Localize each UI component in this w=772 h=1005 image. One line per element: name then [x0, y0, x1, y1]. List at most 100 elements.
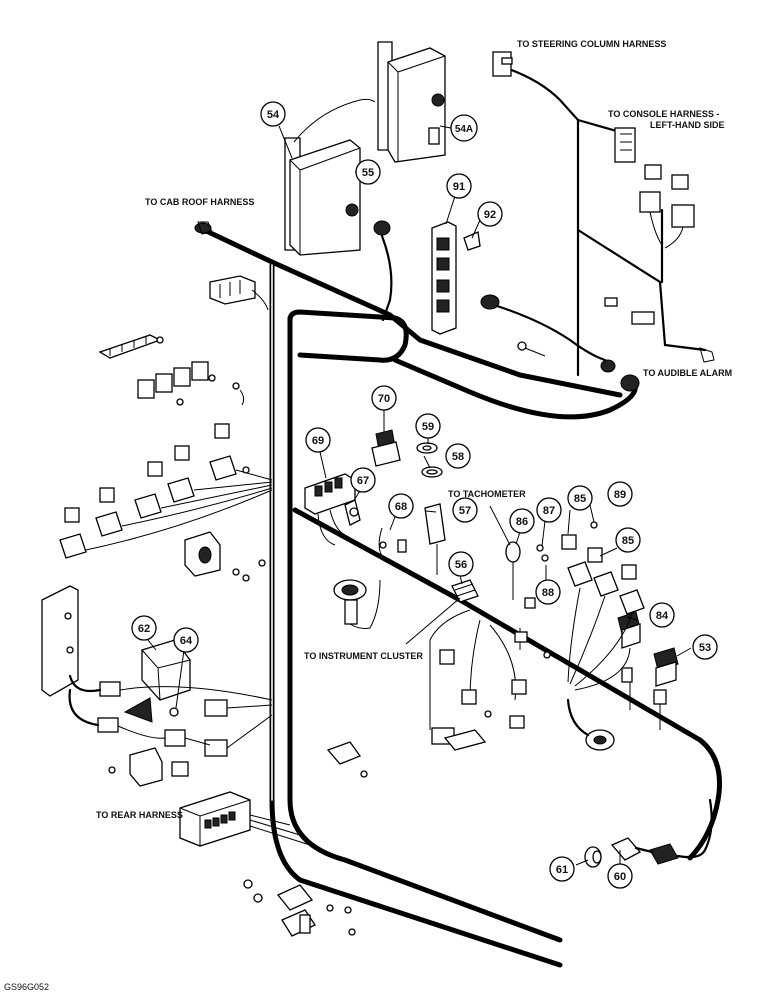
callout-91: 91 — [446, 173, 472, 199]
rear-harness-connector — [179, 791, 311, 847]
callout-88: 88 — [535, 579, 561, 605]
round-connector-54 — [373, 220, 393, 322]
indicator-57 — [424, 503, 446, 575]
label-console-line1: TO CONSOLE HARNESS - — [608, 109, 719, 119]
nut-59 — [416, 442, 438, 454]
buzzer-round — [333, 579, 381, 629]
callout-69: 69 — [305, 427, 331, 453]
callout-85-top: 85 — [567, 485, 593, 511]
callout-57: 57 — [452, 497, 478, 523]
callout-61-label: 61 — [556, 864, 568, 876]
callout-84: 84 — [649, 602, 675, 628]
callout-88-label: 88 — [542, 587, 554, 599]
callout-89-label: 89 — [614, 489, 626, 501]
callout-62-label: 62 — [138, 623, 150, 635]
callout-59-label: 59 — [422, 421, 434, 433]
callout-70: 70 — [371, 385, 397, 411]
callout-53-label: 53 — [699, 642, 711, 654]
bottom-hardware — [243, 741, 368, 937]
relay — [644, 164, 662, 180]
lamp-socket-67 — [344, 499, 361, 526]
control-module-left — [41, 585, 79, 697]
callout-64: 64 — [173, 627, 199, 653]
callout-85-top-label: 85 — [574, 493, 586, 505]
steering-console-harness — [492, 51, 715, 377]
callout-86: 86 — [509, 508, 535, 534]
audible-alarm-plug — [699, 347, 715, 363]
relay-socket-row — [137, 361, 245, 406]
relay — [671, 174, 689, 190]
controller-module-54a — [377, 41, 446, 163]
callout-55: 55 — [355, 159, 381, 185]
callout-85-right-label: 85 — [622, 535, 634, 547]
small-parts-87-88 — [514, 544, 551, 659]
callout-57-label: 57 — [459, 505, 471, 517]
callout-89: 89 — [607, 481, 633, 507]
callout-86-label: 86 — [516, 516, 528, 528]
sender-60 — [610, 798, 713, 865]
callout-87-label: 87 — [543, 505, 555, 517]
rocker-switch-70 — [371, 429, 401, 467]
label-steering-column: TO STEERING COLUMN HARNESS — [517, 39, 666, 49]
callout-58: 58 — [445, 443, 471, 469]
round-connectors-right — [480, 294, 640, 392]
label-tachometer: TO TACHOMETER — [448, 489, 526, 499]
callout-84-label: 84 — [656, 610, 669, 622]
console-harness-connector — [614, 127, 636, 163]
callout-68: 68 — [388, 493, 414, 519]
callout-92-label: 92 — [484, 209, 496, 221]
instrument-cluster-wires — [429, 609, 527, 751]
callout-62: 62 — [131, 615, 157, 641]
cab-roof-connector — [194, 221, 213, 235]
callout-69-label: 69 — [312, 435, 324, 447]
callout-58-label: 58 — [452, 451, 464, 463]
callout-68-label: 68 — [395, 501, 407, 513]
grommet-61 — [584, 846, 602, 868]
controller-module-54 — [284, 98, 376, 256]
callout-56: 56 — [448, 551, 474, 577]
callout-60: 60 — [607, 863, 633, 889]
callout-91-label: 91 — [453, 181, 465, 193]
connector — [631, 311, 655, 325]
callout-54a: 54A — [450, 114, 478, 142]
callout-53: 53 — [692, 634, 718, 660]
relays-mid-left — [59, 423, 273, 559]
callout-85-right: 85 — [615, 527, 641, 553]
callout-60-label: 60 — [614, 871, 626, 883]
main-harness — [197, 225, 723, 968]
label-rear-harness: TO REAR HARNESS — [96, 810, 183, 820]
callout-59: 59 — [415, 413, 441, 439]
relay-socket — [671, 204, 695, 228]
bulb-68 — [378, 527, 407, 561]
figure-code: GS96G052 — [4, 982, 49, 992]
key-switch — [566, 698, 615, 751]
label-cab-roof: TO CAB ROOF HARNESS — [145, 197, 254, 207]
flasher-unit — [184, 531, 266, 582]
callout-67: 67 — [350, 467, 376, 493]
washer-58 — [421, 466, 443, 478]
tachometer-sensor-86 — [505, 541, 536, 609]
callout-67-label: 67 — [357, 475, 369, 487]
callout-61: 61 — [549, 856, 575, 882]
callout-70-label: 70 — [378, 393, 390, 405]
callout-54-label: 54 — [267, 109, 280, 121]
connector-56 — [451, 579, 479, 603]
steering-connector-latch — [501, 57, 513, 65]
callout-56-label: 56 — [455, 559, 467, 571]
callout-92: 92 — [477, 201, 503, 227]
terminal — [604, 297, 618, 307]
relay-socket — [639, 191, 661, 213]
label-audible-alarm: TO AUDIBLE ALARM — [643, 368, 732, 378]
connectors-left-lower — [68, 674, 273, 787]
label-console-line2: LEFT-HAND SIDE — [650, 120, 725, 130]
callout-54: 54 — [260, 101, 286, 127]
fuse-connector-block — [209, 275, 269, 311]
callout-54a-label: 54A — [455, 124, 473, 135]
callout-55-label: 55 — [362, 167, 374, 179]
label-instrument-cluster: TO INSTRUMENT CLUSTER — [304, 651, 423, 661]
callout-87: 87 — [536, 497, 562, 523]
switches-84-53 — [567, 587, 679, 730]
relays-85 — [561, 521, 645, 615]
